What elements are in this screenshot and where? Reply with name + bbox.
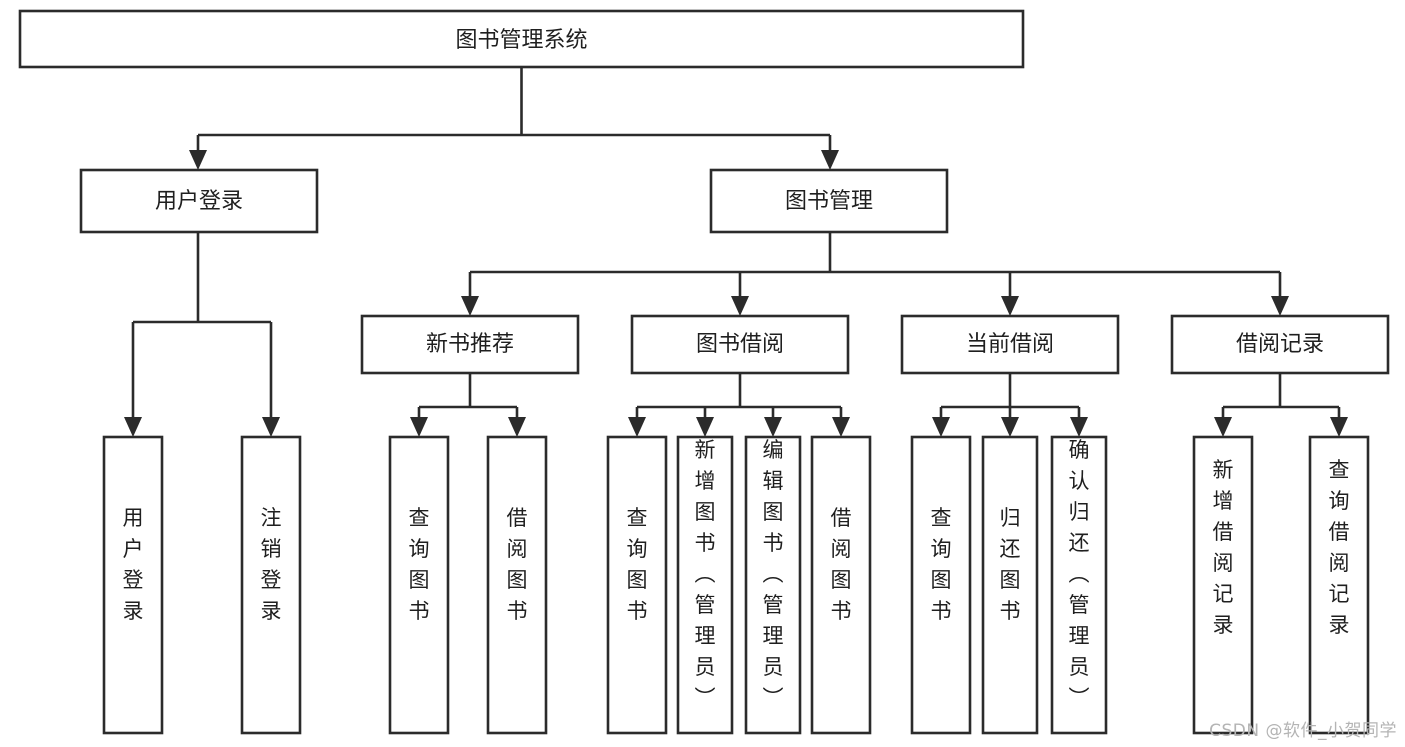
- leaf-book-borrow-1-label: 查询图书: [627, 506, 648, 623]
- arrow-currentborrow-leaf-1: [932, 417, 950, 437]
- arrow-bookmanage-to-current: [1001, 296, 1019, 316]
- leaf-new-book-1[interactable]: 查询图书: [388, 435, 450, 735]
- node-user-login[interactable]: 用户登录: [79, 168, 319, 234]
- node-book-borrow[interactable]: 图书借阅: [630, 314, 850, 375]
- node-current-borrow[interactable]: 当前借阅: [900, 314, 1120, 375]
- arrow-bookmanage-to-record: [1271, 296, 1289, 316]
- leaf-borrow-record-1-label: 新增借阅记录: [1213, 458, 1234, 637]
- leaf-current-borrow-2[interactable]: 归还图书: [981, 435, 1039, 735]
- node-new-book-recommend-label: 新书推荐: [426, 332, 514, 357]
- leaf-book-borrow-3[interactable]: 编辑图书︵管理员︶: [744, 435, 802, 735]
- leaf-user-login-1[interactable]: 用户登录: [102, 435, 164, 735]
- node-borrow-record-label: 借阅记录: [1236, 332, 1324, 357]
- leaf-current-borrow-2-label: 归还图书: [1000, 506, 1021, 623]
- arrow-userlogin-leaf-2: [262, 417, 280, 437]
- node-user-login-label: 用户登录: [155, 189, 243, 214]
- node-root-label: 图书管理系统: [455, 28, 587, 53]
- node-book-borrow-label: 图书借阅: [696, 332, 784, 357]
- arrow-currentborrow-leaf-3: [1070, 417, 1088, 437]
- node-book-borrow-box[interactable]: [630, 314, 850, 375]
- arrow-currentborrow-leaf-2: [1001, 417, 1019, 437]
- leaf-user-login-2[interactable]: 注销登录: [240, 435, 302, 735]
- arrow-root-to-book-manage: [821, 150, 839, 170]
- leaf-borrow-record-2-label: 查询借阅记录: [1329, 458, 1350, 637]
- arrow-userlogin-leaf-1: [124, 417, 142, 437]
- node-current-borrow-label: 当前借阅: [966, 332, 1054, 357]
- node-root-box[interactable]: [18, 9, 1025, 69]
- leaf-user-login-2-box[interactable]: [240, 435, 302, 735]
- leaf-new-book-1-box[interactable]: [388, 435, 450, 735]
- arrow-borrowrecord-leaf-2: [1330, 417, 1348, 437]
- leaf-current-borrow-3-box[interactable]: [1050, 435, 1108, 735]
- node-current-borrow-box[interactable]: [900, 314, 1120, 375]
- connectors-group: [124, 67, 1348, 437]
- arrow-root-to-user-login: [189, 150, 207, 170]
- arrow-borrowrecord-leaf-1: [1214, 417, 1232, 437]
- node-new-book-recommend[interactable]: 新书推荐: [360, 314, 580, 375]
- arrow-bookborrow-leaf-4: [832, 417, 850, 437]
- leaf-book-borrow-2-box[interactable]: [676, 435, 734, 735]
- leaf-user-login-2-label: 注销登录: [261, 506, 282, 623]
- arrow-bookborrow-leaf-1: [628, 417, 646, 437]
- node-borrow-record-box[interactable]: [1170, 314, 1390, 375]
- leaf-book-borrow-3-box[interactable]: [744, 435, 802, 735]
- leaf-current-borrow-1[interactable]: 查询图书: [910, 435, 972, 735]
- arrow-newbook-leaf-1: [410, 417, 428, 437]
- arrow-bookborrow-leaf-2: [696, 417, 714, 437]
- leaf-current-borrow-2-box[interactable]: [981, 435, 1039, 735]
- leaf-user-login-1-label: 用户登录: [123, 506, 144, 623]
- arrow-bookborrow-leaf-3: [764, 417, 782, 437]
- leaf-borrow-record-1[interactable]: 新增借阅记录: [1192, 435, 1254, 735]
- leaf-user-login-1-box[interactable]: [102, 435, 164, 735]
- leaf-current-borrow-3-label: 确认归还︵管理员︶: [1069, 438, 1090, 710]
- arrow-bookmanage-to-new-book: [461, 296, 479, 316]
- leaf-book-borrow-2-label: 新增图书︵管理员︶: [695, 438, 716, 710]
- leaf-borrow-record-2[interactable]: 查询借阅记录: [1308, 435, 1370, 735]
- leaf-book-borrow-4[interactable]: 借阅图书: [810, 435, 872, 735]
- leaf-new-book-2-label: 借阅图书: [507, 506, 528, 623]
- node-book-manage-label: 图书管理: [785, 189, 873, 214]
- leaf-book-borrow-1[interactable]: 查询图书: [606, 435, 668, 735]
- node-root[interactable]: 图书管理系统: [18, 9, 1025, 69]
- node-user-login-box[interactable]: [79, 168, 319, 234]
- leaf-book-borrow-1-box[interactable]: [606, 435, 668, 735]
- leaf-new-book-2-box[interactable]: [486, 435, 548, 735]
- leaf-book-borrow-4-label: 借阅图书: [831, 506, 852, 623]
- leaf-new-book-1-label: 查询图书: [409, 506, 430, 623]
- arrow-newbook-leaf-2: [508, 417, 526, 437]
- node-book-manage-box[interactable]: [709, 168, 949, 234]
- leaf-borrow-record-1-box[interactable]: [1192, 435, 1254, 735]
- arrow-bookmanage-to-borrow: [731, 296, 749, 316]
- leaf-current-borrow-3[interactable]: 确认归还︵管理员︶: [1050, 435, 1108, 735]
- node-new-book-recommend-box[interactable]: [360, 314, 580, 375]
- leaf-book-borrow-2[interactable]: 新增图书︵管理员︶: [676, 435, 734, 735]
- node-book-manage[interactable]: 图书管理: [709, 168, 949, 234]
- leaf-current-borrow-1-label: 查询图书: [931, 506, 952, 623]
- leaf-borrow-record-2-box[interactable]: [1308, 435, 1370, 735]
- leaf-new-book-2[interactable]: 借阅图书: [486, 435, 548, 735]
- leaf-book-borrow-4-box[interactable]: [810, 435, 872, 735]
- leaf-book-borrow-3-label: 编辑图书︵管理员︶: [763, 438, 784, 710]
- leaf-current-borrow-1-box[interactable]: [910, 435, 972, 735]
- node-borrow-record[interactable]: 借阅记录: [1170, 314, 1390, 375]
